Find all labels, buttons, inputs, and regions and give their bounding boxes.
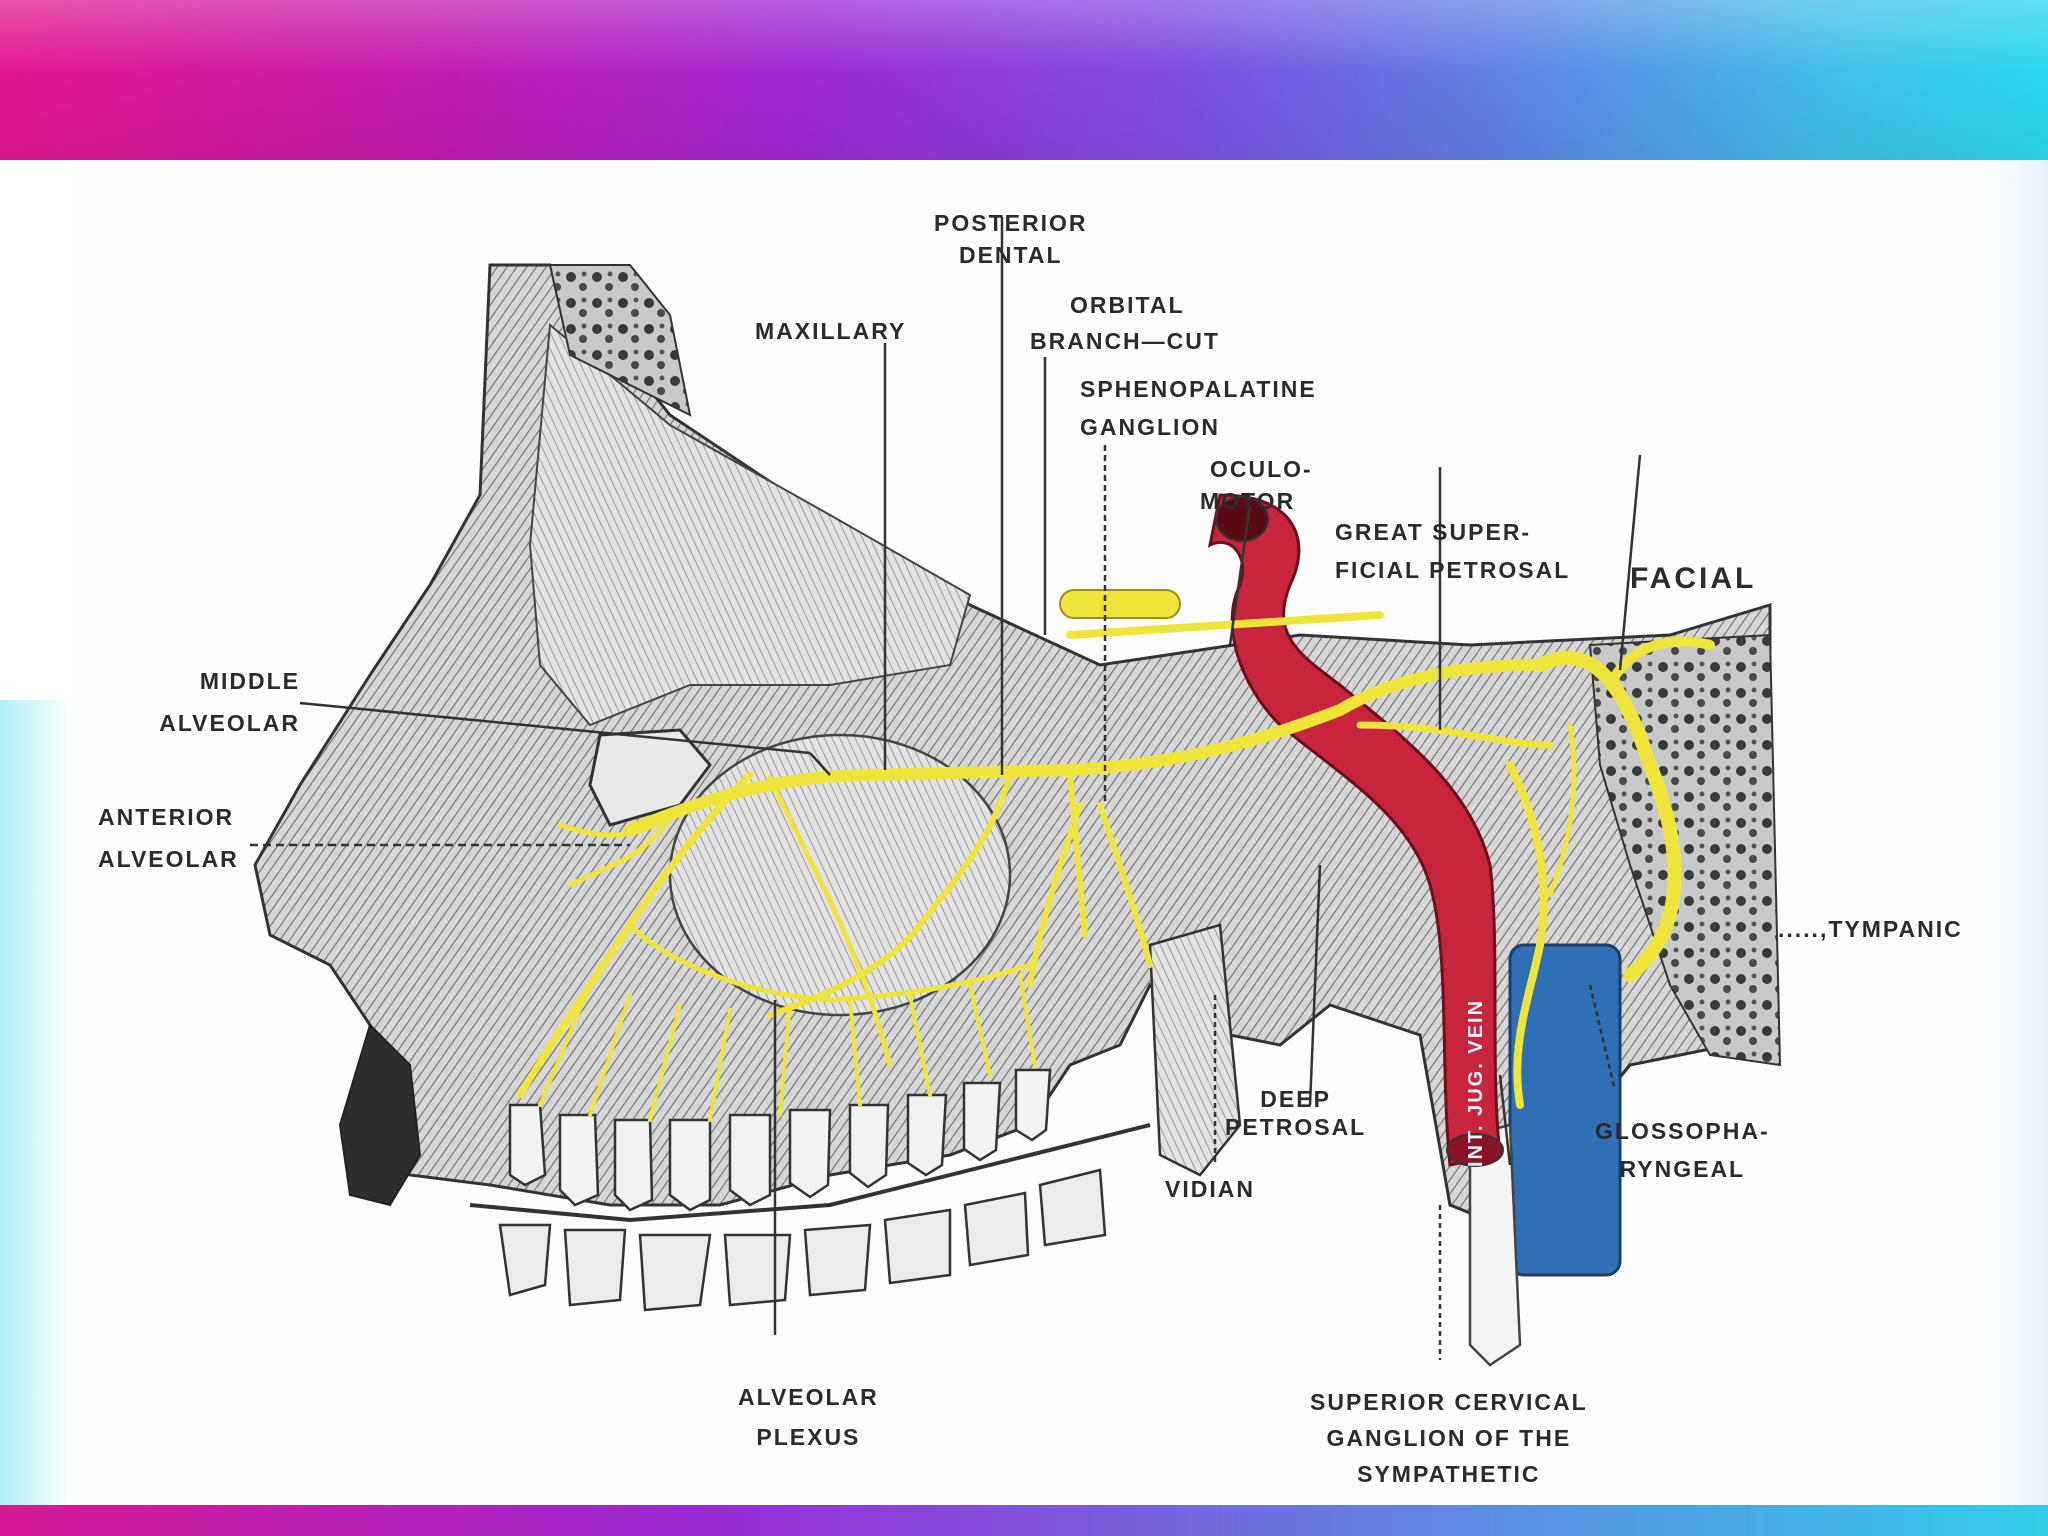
label-great-superficial-petrosal-line2: FICIAL PETROSAL (1335, 557, 1571, 583)
orbital-region (528, 323, 972, 727)
label-vidian: VIDIAN (1165, 1176, 1255, 1202)
label-oculomotor: OCULO- MOTOR (1200, 455, 1313, 515)
anatomical-figure: POSTERIOR DENTAL MAXILLARY ORBITAL BRANC… (70, 165, 1990, 1505)
label-sphenopalatine-ganglion: SPHENOPALATINE GANGLION (1080, 375, 1317, 441)
label-tympanic: .....,TYMPANIC (1778, 916, 1963, 942)
label-alveolar-plexus-line1: ALVEOLAR (738, 1384, 879, 1410)
label-posterior-dental-line1: POSTERIOR (934, 210, 1088, 236)
label-orbital-branch-line2: BRANCH—CUT (1030, 328, 1220, 354)
label-superior-cervical-ganglion: SUPERIOR CERVICAL GANGLION OF THE SYMPAT… (1310, 1388, 1588, 1488)
label-oculomotor-line1: OCULO- (1210, 456, 1313, 482)
label-superior-cervical-line3: SYMPATHETIC (1357, 1461, 1541, 1487)
gum-line (469, 1123, 1151, 1223)
label-deep-petrosal: DEEP PETROSAL (1225, 1085, 1366, 1141)
right-decorative-wash (1988, 160, 2048, 1505)
leader-lines (250, 217, 1642, 1360)
label-middle-alveolar-line2: ALVEOLAR (159, 710, 300, 736)
label-sphenopalatine-line1: SPHENOPALATINE (1080, 376, 1317, 402)
carotid-lumen (1215, 496, 1269, 542)
label-superior-cervical-line1: SUPERIOR CERVICAL (1310, 1389, 1588, 1415)
label-anterior-alveolar-line1: ANTERIOR (98, 804, 235, 830)
bottom-decorative-banner (0, 1505, 2048, 1536)
label-glossopharyngeal-line1: GLOSSOPHA- (1595, 1118, 1770, 1144)
label-oculomotor-line2: MOTOR (1200, 488, 1296, 514)
frontal-cut-section (548, 264, 692, 417)
label-anterior-alveolar-line2: ALVEOLAR (98, 846, 239, 872)
label-great-superficial-petrosal: GREAT SUPER- FICIAL PETROSAL (1335, 518, 1570, 584)
carotid-sheath (1468, 1123, 1522, 1367)
left-decorative-wash (0, 700, 70, 1505)
label-orbital-branch-line1: ORBITAL (1070, 292, 1185, 318)
nerve-paths (516, 611, 1715, 1122)
label-glossopharyngeal: GLOSSOPHA- RYNGEAL (1595, 1117, 1770, 1183)
label-anterior-alveolar: ANTERIOR ALVEOLAR (98, 803, 239, 873)
label-deep-petrosal-line2: PETROSAL (1225, 1114, 1367, 1140)
jugular-vein-shape (1508, 943, 1622, 1277)
upper-teeth (508, 1068, 1052, 1212)
label-alveolar-plexus: ALVEOLAR PLEXUS (738, 1383, 879, 1451)
label-orbital-branch: ORBITAL BRANCH—CUT (1030, 291, 1220, 355)
label-glossopharyngeal-line2: RYNGEAL (1619, 1156, 1746, 1182)
label-superior-cervical-line2: GANGLION OF THE (1326, 1425, 1572, 1451)
nasal-ala (338, 1023, 422, 1207)
orbital-branch-stub (1059, 589, 1181, 619)
label-deep-petrosal-line1: DEEP (1260, 1086, 1331, 1112)
pterygoid-plate (1148, 923, 1242, 1177)
label-great-superficial-petrosal-line1: GREAT SUPER- (1335, 519, 1532, 545)
label-maxillary: MAXILLARY (755, 318, 907, 344)
label-posterior-dental: POSTERIOR DENTAL (934, 209, 1087, 269)
carotid-cut-end (1446, 1133, 1504, 1167)
top-decorative-banner (0, 0, 2048, 160)
label-facial: FACIAL (1630, 562, 1757, 595)
lower-teeth (498, 1168, 1107, 1312)
label-posterior-dental-line2: DENTAL (958, 242, 1063, 268)
label-middle-alveolar: MIDDLE ALVEOLAR (140, 667, 300, 737)
label-sphenopalatine-line2: GANGLION (1080, 414, 1220, 440)
label-jugular-vein: INT. JUG. VEIN (1465, 998, 1487, 1167)
maxillary-sinus (668, 733, 1012, 1017)
skull-illustration (250, 217, 1782, 1367)
label-middle-alveolar-line1: MIDDLE (199, 668, 300, 694)
label-alveolar-plexus-line2: PLEXUS (756, 1424, 861, 1450)
